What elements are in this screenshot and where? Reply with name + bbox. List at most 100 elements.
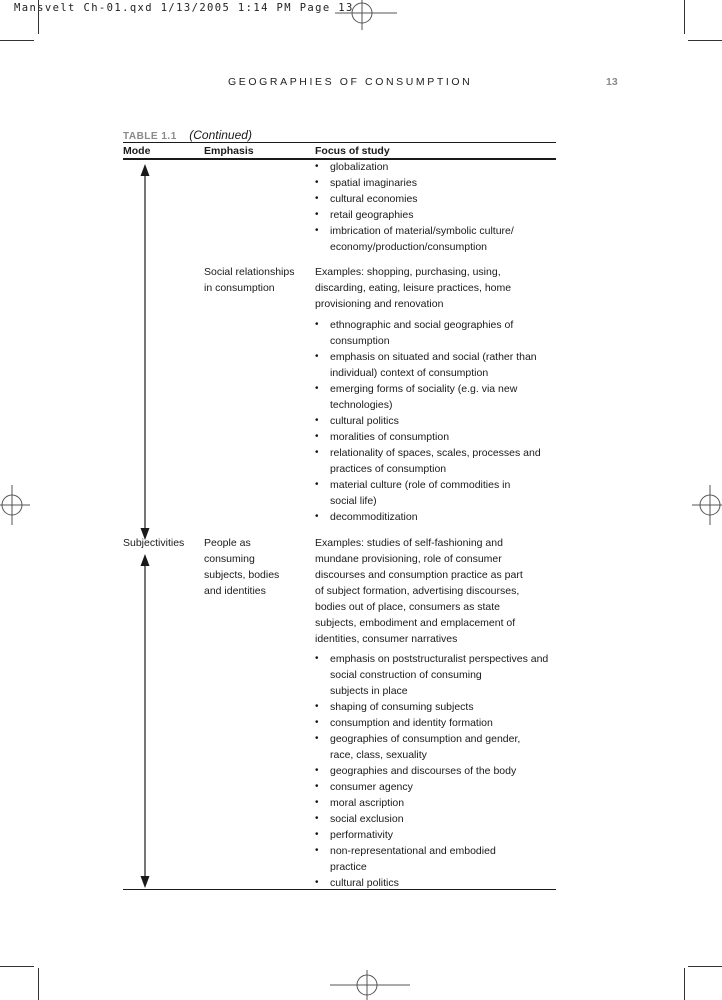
mode-axis-arrow-lower xyxy=(140,554,150,888)
bullet-icon: • xyxy=(315,797,319,808)
crop-mark xyxy=(38,0,39,34)
bullet-item-text: cultural politics xyxy=(330,415,399,427)
table-top-rule xyxy=(123,142,556,143)
bullet-icon: • xyxy=(315,177,319,188)
bullet-item-text: material culture (role of commodities in xyxy=(330,479,511,491)
header-rule xyxy=(123,158,556,160)
emphasis-cell-text: People as xyxy=(204,537,251,549)
bullet-icon: • xyxy=(315,431,319,442)
emphasis-cell-text: in consumption xyxy=(204,282,275,294)
bullet-icon: • xyxy=(315,717,319,728)
emphasis-cell-text: Social relationships xyxy=(204,266,295,278)
bullet-item-text: consumption and identity formation xyxy=(330,717,493,729)
bullet-item-text: retail geographies xyxy=(330,209,414,221)
bullet-icon: • xyxy=(315,415,319,426)
bullet-item-text: practices of consumption xyxy=(330,463,447,475)
bullet-item-text: cultural economies xyxy=(330,193,418,205)
table-bottom-rule xyxy=(123,889,556,890)
bullet-item-text: shaping of consuming subjects xyxy=(330,701,474,713)
column-header-focus: Focus of study xyxy=(315,145,390,157)
bullet-icon: • xyxy=(315,781,319,792)
printer-slug: Mansvelt Ch-01.qxd 1/13/2005 1:14 PM Pag… xyxy=(14,2,354,14)
bullet-item-text: emphasis on poststructuralist perspectiv… xyxy=(330,653,549,665)
bullet-icon: • xyxy=(315,877,319,888)
crop-mark xyxy=(684,0,685,34)
registration-mark-icon xyxy=(0,485,30,525)
examples-text: mundane provisioning, role of consumer xyxy=(315,553,502,565)
bullet-icon: • xyxy=(315,479,319,490)
examples-text: provisioning and renovation xyxy=(315,298,444,310)
column-header-mode: Mode xyxy=(123,145,151,157)
bullet-item-text: social life) xyxy=(330,495,377,507)
bullet-icon: • xyxy=(315,225,319,236)
crop-mark xyxy=(0,966,34,967)
emphasis-cell-text: and identities xyxy=(204,585,266,597)
mode-cell-text: Subjectivities xyxy=(123,537,185,549)
registration-mark-icon xyxy=(692,485,722,525)
bullet-item-text: emphasis on situated and social (rather … xyxy=(330,351,537,363)
bullet-item-text: moralities of consumption xyxy=(330,431,450,443)
bullet-item-text: globalization xyxy=(330,161,389,173)
bullet-item-text: technologies) xyxy=(330,399,393,411)
examples-text: discarding, eating, leisure practices, h… xyxy=(315,282,512,294)
bullet-item-text: performativity xyxy=(330,829,394,841)
examples-text: subjects, embodiment and emplacement of xyxy=(315,617,516,629)
crop-mark xyxy=(684,968,685,1000)
bullet-item-text: consumer agency xyxy=(330,781,413,793)
emphasis-cell-text: consuming xyxy=(204,553,255,565)
crop-mark xyxy=(38,968,39,1000)
crop-mark xyxy=(688,966,722,967)
bullet-item-text: relationality of spaces, scales, process… xyxy=(330,447,541,459)
bullet-icon: • xyxy=(315,829,319,840)
bullet-item-text: consumption xyxy=(330,335,390,347)
table-caption: TABLE 1.1 (Continued) xyxy=(123,126,252,144)
examples-text: Examples: studies of self-fashioning and xyxy=(315,537,503,549)
bullet-icon: • xyxy=(315,653,319,664)
bullet-icon: • xyxy=(315,447,319,458)
examples-text: discourses and consumption practice as p… xyxy=(315,569,523,581)
bullet-icon: • xyxy=(315,845,319,856)
table-continued: (Continued) xyxy=(189,128,252,142)
bullet-item-text: individual) context of consumption xyxy=(330,367,489,379)
examples-text: of subject formation, advertising discou… xyxy=(315,585,520,597)
bullet-item-text: cultural politics xyxy=(330,877,399,889)
bullet-item-text: spatial imaginaries xyxy=(330,177,417,189)
bullet-item-text: social exclusion xyxy=(330,813,404,825)
mode-axis-arrow-upper xyxy=(140,164,150,540)
bullet-item-text: imbrication of material/symbolic culture… xyxy=(330,225,514,237)
bullet-icon: • xyxy=(315,701,319,712)
bullet-item-text: emerging forms of sociality (e.g. via ne… xyxy=(330,383,518,395)
emphasis-cell-text: subjects, bodies xyxy=(204,569,280,581)
bullet-item-text: moral ascription xyxy=(330,797,405,809)
bullet-item-text: geographies and discourses of the body xyxy=(330,765,517,777)
crop-mark xyxy=(688,40,722,41)
table-label: TABLE 1.1 xyxy=(123,131,177,142)
examples-text: bodies out of place, consumers as state xyxy=(315,601,501,613)
bullet-icon: • xyxy=(315,765,319,776)
bullet-item-text: subjects in place xyxy=(330,685,408,697)
bullet-item-text: ethnographic and social geographies of xyxy=(330,319,514,331)
bullet-item-text: social construction of consuming xyxy=(330,669,482,681)
crop-mark xyxy=(0,40,34,41)
bullet-icon: • xyxy=(315,511,319,522)
bullet-item-text: geographies of consumption and gender, xyxy=(330,733,521,745)
column-header-emphasis: Emphasis xyxy=(204,145,254,157)
examples-text: Examples: shopping, purchasing, using, xyxy=(315,266,501,278)
running-head: GEOGRAPHIES OF CONSUMPTION xyxy=(228,76,473,88)
bullet-icon: • xyxy=(315,209,319,220)
examples-text: identities, consumer narratives xyxy=(315,633,458,645)
bullet-item-text: practice xyxy=(330,861,367,873)
bullet-icon: • xyxy=(315,351,319,362)
bullet-item-text: decommoditization xyxy=(330,511,418,523)
bullet-icon: • xyxy=(315,193,319,204)
registration-mark-icon xyxy=(335,0,397,30)
bullet-item-text: race, class, sexuality xyxy=(330,749,427,761)
bullet-item-text: non-representational and embodied xyxy=(330,845,496,857)
bullet-item-text: economy/production/consumption xyxy=(330,241,488,253)
bullet-icon: • xyxy=(315,813,319,824)
bullet-icon: • xyxy=(315,383,319,394)
bullet-icon: • xyxy=(315,319,319,330)
registration-mark-icon xyxy=(330,970,410,1000)
bullet-icon: • xyxy=(315,161,319,172)
bullet-icon: • xyxy=(315,733,319,744)
